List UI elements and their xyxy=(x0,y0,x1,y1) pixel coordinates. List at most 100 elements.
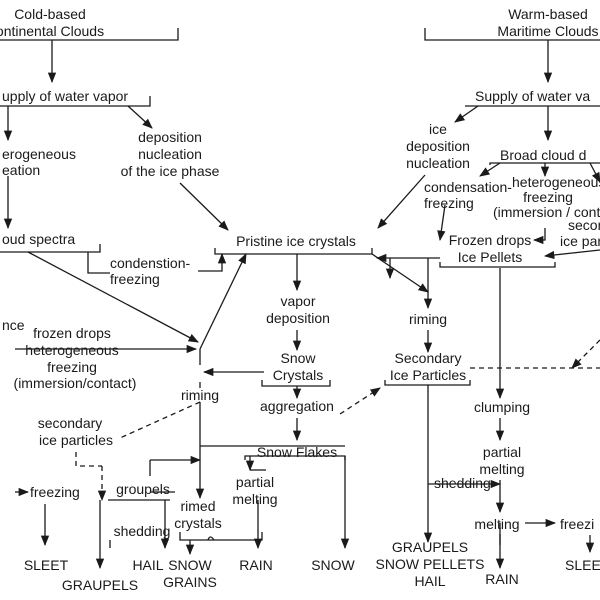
svg-text:HAIL: HAIL xyxy=(132,557,163,573)
node-riming-right: riming xyxy=(409,311,447,327)
node-graupels-left: GRAUPELS xyxy=(62,577,138,593)
svg-text:Maritime Clouds: Maritime Clouds xyxy=(497,23,598,39)
svg-text:riming: riming xyxy=(181,387,219,403)
svg-text:clumping: clumping xyxy=(474,399,530,415)
node-nce: nce xyxy=(2,317,25,333)
node-aggregation: aggregation xyxy=(260,398,334,414)
svg-text:Broad cloud d: Broad cloud d xyxy=(500,147,586,163)
svg-text:GRAUPELS: GRAUPELS xyxy=(392,539,468,555)
svg-text:Frozen drops: Frozen drops xyxy=(449,232,531,248)
node-melting: melting xyxy=(474,516,519,532)
svg-text:riming: riming xyxy=(409,311,447,327)
node-snow: SNOW xyxy=(311,557,355,573)
svg-text:ice par: ice par xyxy=(560,233,600,249)
node-supply-water-vapor-right: Supply of water va xyxy=(475,88,590,104)
svg-text:condensation-: condensation- xyxy=(424,179,512,195)
svg-text:heterogeneous: heterogeneous xyxy=(512,174,600,190)
node-broad-cloud-droplets: Broad cloud d xyxy=(500,147,586,163)
node-condensation-freezing-right: condensation-freezing xyxy=(424,179,512,211)
svg-text:frozen drops: frozen drops xyxy=(33,325,111,341)
svg-text:freezing: freezing xyxy=(30,484,80,500)
svg-text:SNOW: SNOW xyxy=(168,557,212,573)
svg-text:Warm-based: Warm-based xyxy=(508,6,588,22)
svg-text:ice: ice xyxy=(429,121,447,137)
svg-text:partial: partial xyxy=(483,444,521,460)
node-supply-water-vapor-left: upply of water vapor xyxy=(2,88,128,104)
svg-text:melting: melting xyxy=(479,461,524,477)
node-pristine-ice-crystals: Pristine ice crystals xyxy=(236,233,356,249)
svg-text:ice particles: ice particles xyxy=(39,432,113,448)
svg-text:shedding: shedding xyxy=(114,523,171,539)
svg-text:secon: secon xyxy=(568,217,600,233)
node-sleet-right: SLEE xyxy=(565,557,600,573)
svg-text:partial: partial xyxy=(236,474,274,490)
svg-text:crystals: crystals xyxy=(174,515,221,531)
svg-text:freezing: freezing xyxy=(47,359,97,375)
node-sleet-left: SLEET xyxy=(24,557,69,573)
node-rain-right: RAIN xyxy=(485,571,518,587)
svg-text:groupels: groupels xyxy=(116,481,170,497)
svg-text:eation: eation xyxy=(2,162,40,178)
svg-text:Ice Particles: Ice Particles xyxy=(390,367,466,383)
node-cloud-spectra: oud spectra xyxy=(2,231,75,247)
svg-text:upply of water vapor: upply of water vapor xyxy=(2,88,128,104)
svg-text:deposition: deposition xyxy=(138,129,202,145)
svg-text:freezing: freezing xyxy=(523,189,573,205)
svg-text:nce: nce xyxy=(2,317,25,333)
svg-text:HAIL: HAIL xyxy=(414,573,445,589)
svg-text:SLEE: SLEE xyxy=(565,557,600,573)
svg-text:Pristine ice crystals: Pristine ice crystals xyxy=(236,233,356,249)
connector-lines xyxy=(0,28,600,570)
svg-text:Supply of water va: Supply of water va xyxy=(475,88,590,104)
node-clumping: clumping xyxy=(474,399,530,415)
svg-text:shedding: shedding xyxy=(434,475,491,491)
svg-text:heterogeneous: heterogeneous xyxy=(25,342,118,358)
svg-text:of the ice phase: of the ice phase xyxy=(121,163,220,179)
node-groupels: groupels xyxy=(116,481,170,497)
svg-text:aggregation: aggregation xyxy=(260,398,334,414)
svg-text:Cold-based: Cold-based xyxy=(14,6,86,22)
svg-text:freezi: freezi xyxy=(560,516,594,532)
svg-text:secondary: secondary xyxy=(38,415,103,431)
svg-text:Crystals: Crystals xyxy=(273,367,324,383)
svg-text:freezing: freezing xyxy=(110,271,160,287)
node-freezing-right: freezi xyxy=(560,516,594,532)
svg-text:deposition: deposition xyxy=(406,138,470,154)
svg-text:Ice Pellets: Ice Pellets xyxy=(458,249,523,265)
node-secondary-ice-right: seconice par xyxy=(560,217,600,249)
svg-text:ontinental Clouds: ontinental Clouds xyxy=(0,23,104,39)
svg-text:oud spectra: oud spectra xyxy=(2,231,75,247)
svg-text:rimed: rimed xyxy=(180,498,215,514)
svg-text:freezing: freezing xyxy=(424,195,474,211)
node-condenstion-freezing: condenstion-freezing xyxy=(110,255,191,287)
svg-text:vapor: vapor xyxy=(280,293,315,309)
svg-text:nucleation: nucleation xyxy=(138,146,202,162)
svg-text:RAIN: RAIN xyxy=(239,557,272,573)
node-frozen-drops-heterogeneous: frozen dropsheterogeneousfreezing(immers… xyxy=(14,325,137,391)
node-shedding-right: shedding xyxy=(434,475,491,491)
svg-text:RAIN: RAIN xyxy=(485,571,518,587)
svg-text:erogeneous: erogeneous xyxy=(2,146,76,162)
svg-text:condenstion-: condenstion- xyxy=(110,255,191,271)
svg-text:GRAINS: GRAINS xyxy=(163,574,217,590)
svg-text:melting: melting xyxy=(232,491,277,507)
svg-text:SNOW: SNOW xyxy=(311,557,355,573)
svg-text:Snow: Snow xyxy=(280,350,316,366)
svg-text:(immersion / conta: (immersion / conta xyxy=(493,204,600,220)
